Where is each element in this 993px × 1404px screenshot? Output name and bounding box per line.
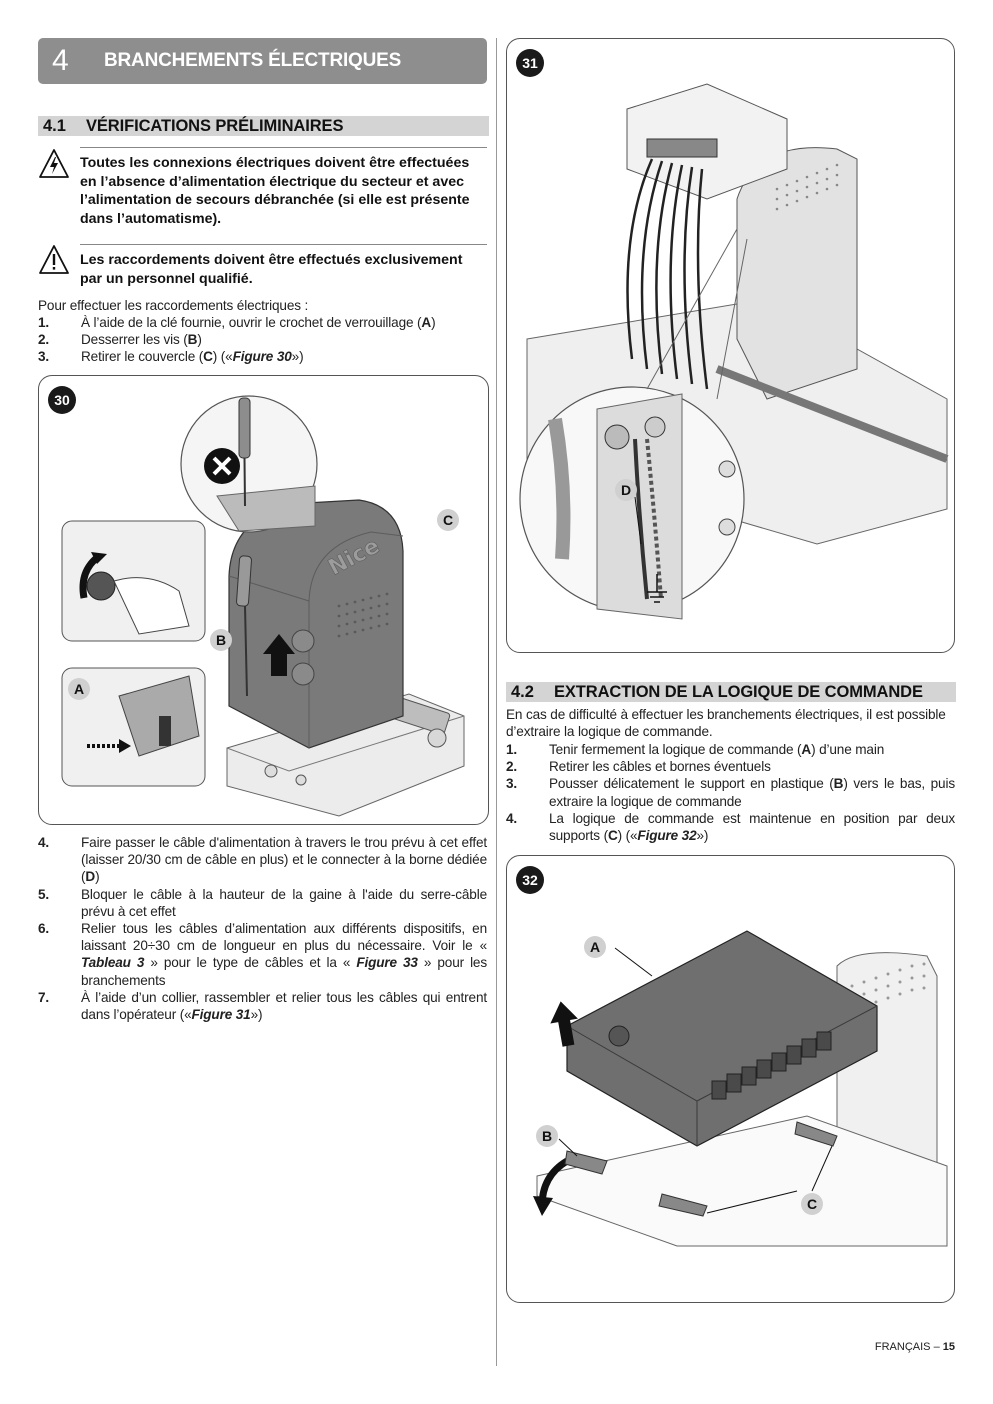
callout-label: A <box>584 936 606 958</box>
list-item-number: 4. <box>38 835 50 850</box>
list-item-text: Retirer le couvercle (C) («Figure 30») <box>81 349 304 365</box>
figure-31: 31 <box>506 38 955 653</box>
callout-label: B <box>210 629 232 651</box>
wiring-illustration <box>519 83 949 620</box>
list-item-number: 6. <box>38 921 50 936</box>
figure-number-badge: 30 <box>48 386 76 414</box>
list-item-text: Bloquer le câble à la hauteur de la gain… <box>81 886 487 919</box>
list-item: 1. Tenir fermement la logique de commande… <box>506 741 955 758</box>
electric-hazard-icon <box>39 149 69 178</box>
warning-divider <box>80 244 487 245</box>
list-item: 4. La logique de commande est maintenue e… <box>506 810 955 844</box>
warning-text-power: Toutes les connexions électriques doiven… <box>80 155 470 227</box>
page-footer: FRANÇAIS – 15 <box>875 1341 955 1353</box>
list-item-text: À l’aide d’un collier, rassembler et rel… <box>81 989 487 1022</box>
list-item: 2. Desserrer les vis (B) <box>38 331 487 348</box>
warning-text-qualified: Les raccordements doivent être effectués… <box>80 252 463 287</box>
callout-label: C <box>801 1193 823 1215</box>
chapter-header: 4 BRANCHEMENTS ÉLECTRIQUES <box>38 38 487 84</box>
list-item-text: Faire passer le câble d'alimentation à t… <box>81 835 487 885</box>
section-header-4-2: 4.2 EXTRACTION DE LA LOGIQUE DE COMMANDE <box>506 682 956 702</box>
warning-divider <box>80 147 487 148</box>
chapter-title: BRANCHEMENTS ÉLECTRIQUES <box>104 50 402 71</box>
column-divider <box>496 38 497 1366</box>
list-item-text: À l’aide de la clé fournie, ouvrir le cr… <box>81 315 436 330</box>
list-item: 1. À l’aide de la clé fournie, ouvrir le … <box>38 314 487 331</box>
list-item-number: 7. <box>38 989 50 1005</box>
list-item-number: 4. <box>506 810 518 826</box>
list-item: 3. Retirer le couvercle (C) («Figure 30») <box>38 348 487 365</box>
section-number: 4.1 <box>43 117 66 135</box>
list-item-number: 1. <box>506 742 518 757</box>
list-item: 5. Bloquer le câble à la hauteur de la ga… <box>38 886 487 920</box>
list-item-number: 3. <box>506 776 518 792</box>
figure-number-badge: 32 <box>516 866 544 894</box>
callout-label: A <box>68 678 90 700</box>
footer-language: FRANÇAIS – <box>874 1341 943 1353</box>
list-item: 3. Pousser délicatement le support en pla… <box>506 775 955 809</box>
list-item: 4. Faire passer le câble d'alimentation à… <box>38 834 487 886</box>
callout-label: B <box>536 1125 558 1147</box>
board-extraction-illustration <box>533 930 948 1247</box>
figure-number-badge: 31 <box>516 49 544 77</box>
cover-removal-illustration: Nice <box>61 395 465 817</box>
section-number: 4.2 <box>511 683 534 701</box>
intro-text: Pour effectuer les raccordements électri… <box>38 298 309 313</box>
callout-label: D <box>615 479 637 501</box>
section-title: VÉRIFICATIONS PRÉLIMINAIRES <box>86 117 344 135</box>
list-item-number: 5. <box>38 886 50 902</box>
callout-label: C <box>437 509 459 531</box>
list-item: 2. Retirer les câbles et bornes éventuels <box>506 758 955 775</box>
list-item-number: 2. <box>38 332 50 348</box>
list-item-number: 2. <box>506 759 518 775</box>
list-item-text: Relier tous les câbles d’alimentation au… <box>81 921 487 988</box>
figure-30: 30 Nice <box>38 375 489 825</box>
list-item-text: Pousser délicatement le support en plast… <box>549 776 955 809</box>
list-item: 7. À l’aide d’un collier, rassembler et r… <box>38 989 487 1023</box>
list-item-number: 1. <box>38 315 50 330</box>
list-item-text: Desserrer les vis (B) <box>81 332 202 348</box>
warning-triangle-icon <box>39 245 69 274</box>
page-number: 15 <box>942 1341 955 1353</box>
section-header-4-1: 4.1 VÉRIFICATIONS PRÉLIMINAIRES <box>38 116 489 136</box>
list-item-text: Tenir fermement la logique de commande (… <box>549 742 885 757</box>
list-item-text: Retirer les câbles et bornes éventuels <box>549 759 771 775</box>
intro-text: En cas de difficulté à effectuer les bra… <box>506 707 946 740</box>
list-item-number: 3. <box>38 349 50 365</box>
section-title: EXTRACTION DE LA LOGIQUE DE COMMANDE <box>554 683 923 701</box>
chapter-number: 4 <box>52 44 69 77</box>
list-item: 6. Relier tous les câbles d’alimentation … <box>38 920 487 989</box>
figure-32: 32 A B C <box>506 855 955 1303</box>
list-item-text: La logique de commande est maintenue en … <box>549 810 955 843</box>
